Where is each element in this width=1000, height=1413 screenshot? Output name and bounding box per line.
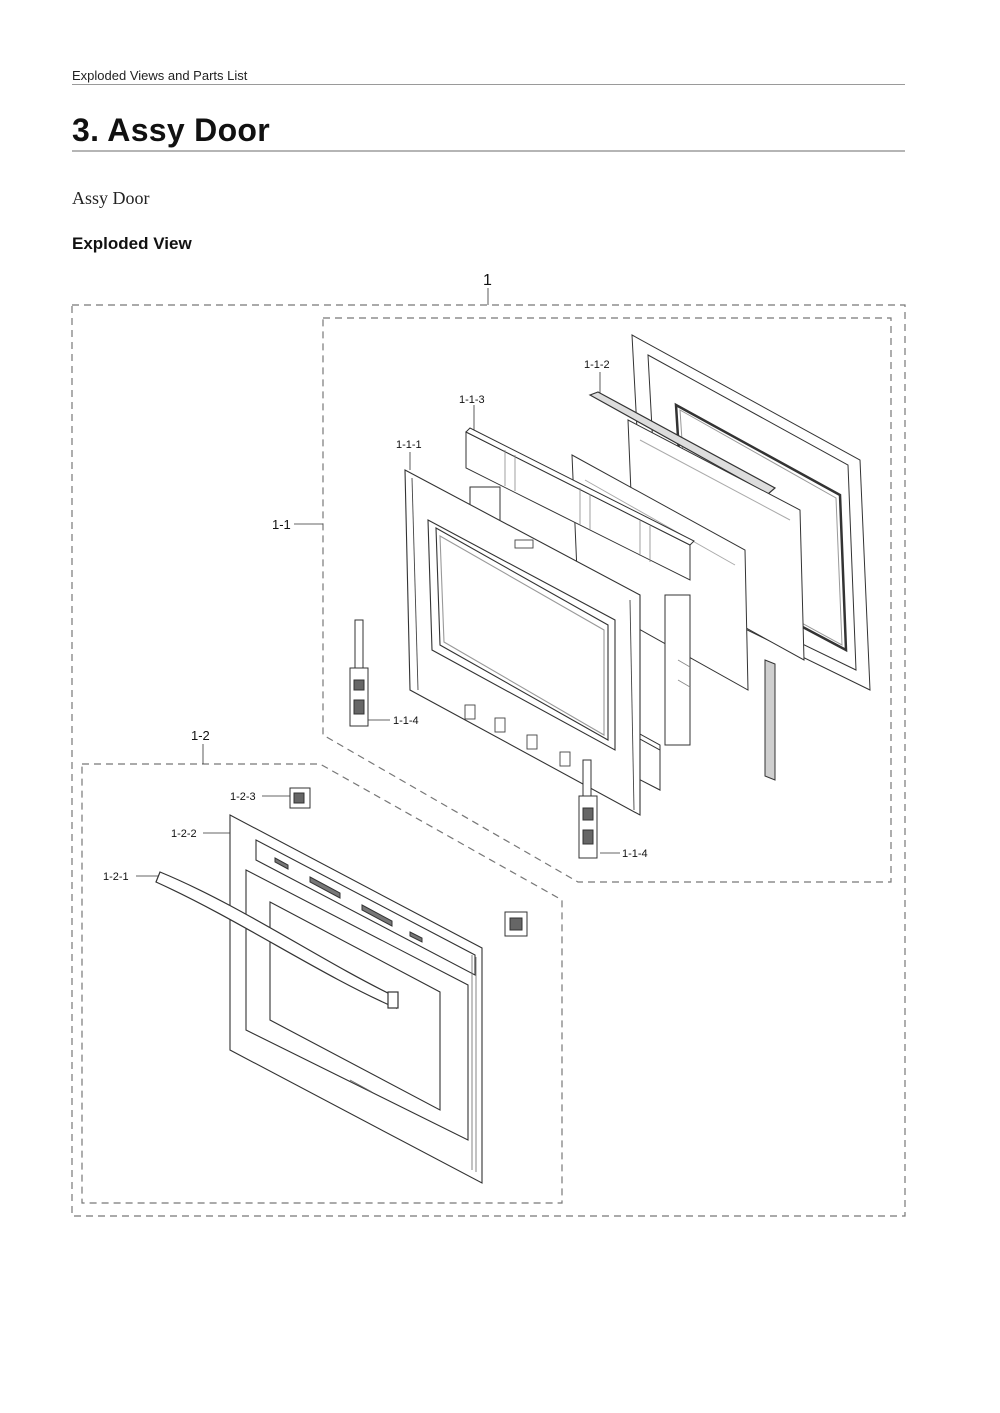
- callout-1-2: 1-2: [191, 728, 210, 743]
- running-header: Exploded Views and Parts List: [72, 68, 248, 83]
- callout-1-2-3: 1-2-3: [230, 791, 256, 803]
- door-bracket-right: [504, 911, 528, 937]
- assembly-boundary: [71, 304, 906, 1217]
- callout-1-1: 1-1: [272, 517, 291, 532]
- callout-1-2-1: 1-2-1: [103, 871, 129, 883]
- header-rule: [72, 84, 905, 85]
- door-bracket-top: [289, 787, 311, 809]
- title-rule: [72, 150, 905, 152]
- outer-door-panel: [229, 814, 483, 1184]
- door-handle: [155, 871, 399, 1010]
- callout-1-1-4-left: 1-1-4: [393, 715, 419, 727]
- inner-door-frame: [404, 469, 641, 816]
- hinge-right: [578, 759, 598, 859]
- callout-1-1-2: 1-1-2: [584, 359, 610, 371]
- side-strip: [764, 659, 776, 781]
- section-title: 3. Assy Door: [72, 112, 271, 148]
- callout-1-1-1: 1-1-1: [396, 439, 422, 451]
- gasket-strip: [588, 391, 777, 495]
- subheading: Exploded View: [72, 234, 192, 253]
- group-1-1-boundary: [322, 317, 892, 883]
- subtitle: Assy Door: [72, 188, 150, 208]
- hinge-left: [349, 619, 369, 727]
- group-1-2-boundary: [81, 763, 563, 1204]
- callout-1-1-3: 1-1-3: [459, 394, 485, 406]
- callout-1-1-4-right: 1-1-4: [622, 848, 648, 860]
- callout-1-2-2: 1-2-2: [171, 828, 197, 840]
- callout-1: 1: [483, 272, 492, 289]
